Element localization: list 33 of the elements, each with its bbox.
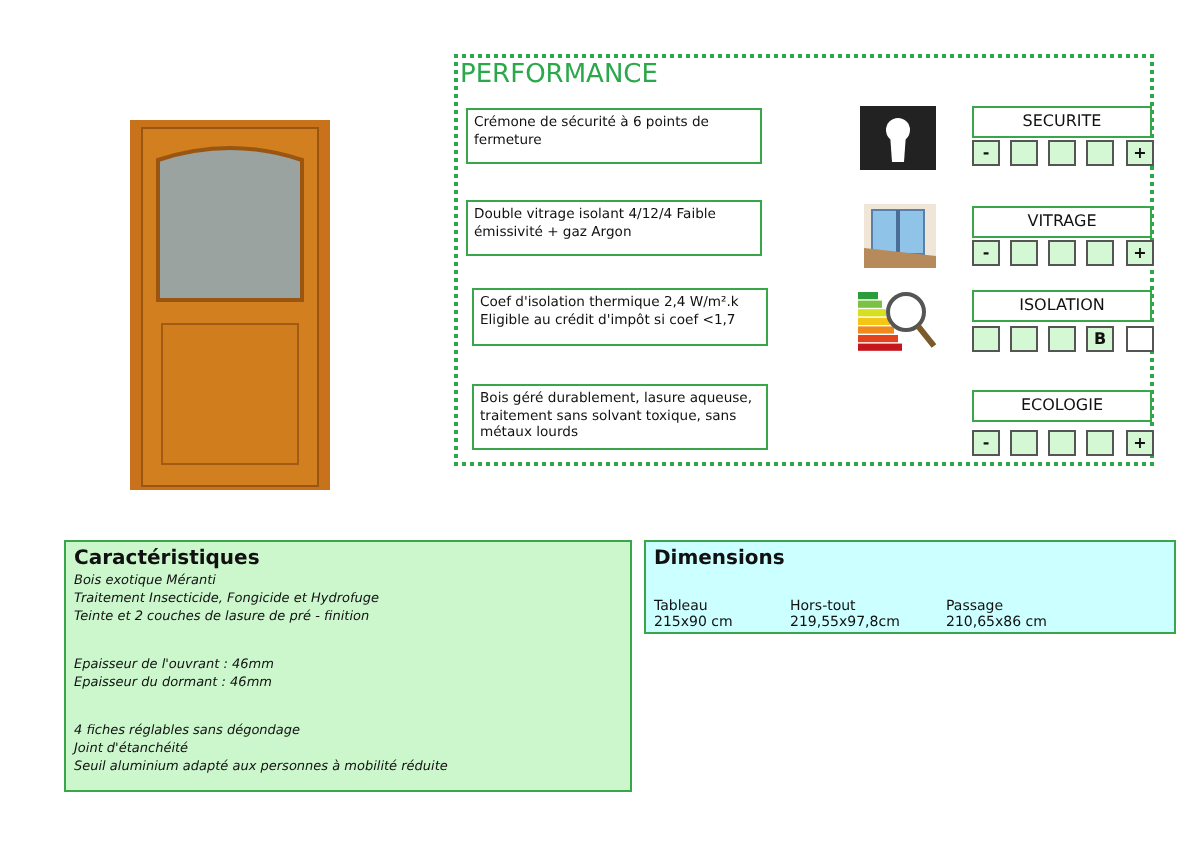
panel-heading: Dimensions xyxy=(654,548,787,572)
rating-mark: + xyxy=(1131,142,1149,164)
rating-mark: + xyxy=(1131,432,1149,454)
rating-cell xyxy=(1086,140,1114,166)
rating-mark: - xyxy=(980,242,992,264)
rating-cell xyxy=(1048,140,1076,166)
rating-cell xyxy=(1086,430,1114,456)
dimensions-panel xyxy=(644,540,1176,634)
characteristics-panel xyxy=(64,540,632,792)
rating-cell xyxy=(1010,430,1038,456)
rating-cell xyxy=(1010,326,1038,352)
keyhole-icon xyxy=(860,106,936,170)
rating-cell xyxy=(1086,240,1114,266)
rating-cell xyxy=(1048,326,1076,352)
window-frame-picture xyxy=(864,204,936,268)
performance-panel xyxy=(454,54,1154,466)
rating-mark: - xyxy=(980,432,992,454)
panel-heading: Caractéristiques xyxy=(74,548,262,572)
rating-cell xyxy=(1010,140,1038,166)
rating-mark: + xyxy=(1131,242,1149,264)
rating-cell xyxy=(972,326,1000,352)
rating-title: SECURITE xyxy=(1020,112,1104,132)
rating-cell xyxy=(1126,326,1154,352)
rating-mark: - xyxy=(980,142,992,164)
rating-mark: B xyxy=(1091,328,1109,350)
rating-cell xyxy=(1010,240,1038,266)
rating-title: ECOLOGIE xyxy=(1018,396,1106,416)
rating-title: ISOLATION xyxy=(1017,296,1107,316)
rating-cell xyxy=(1048,240,1076,266)
rating-title: VITRAGE xyxy=(1025,212,1099,232)
door-photo xyxy=(130,120,330,490)
section-heading: PERFORMANCE xyxy=(460,60,658,90)
rating-cell xyxy=(1048,430,1076,456)
